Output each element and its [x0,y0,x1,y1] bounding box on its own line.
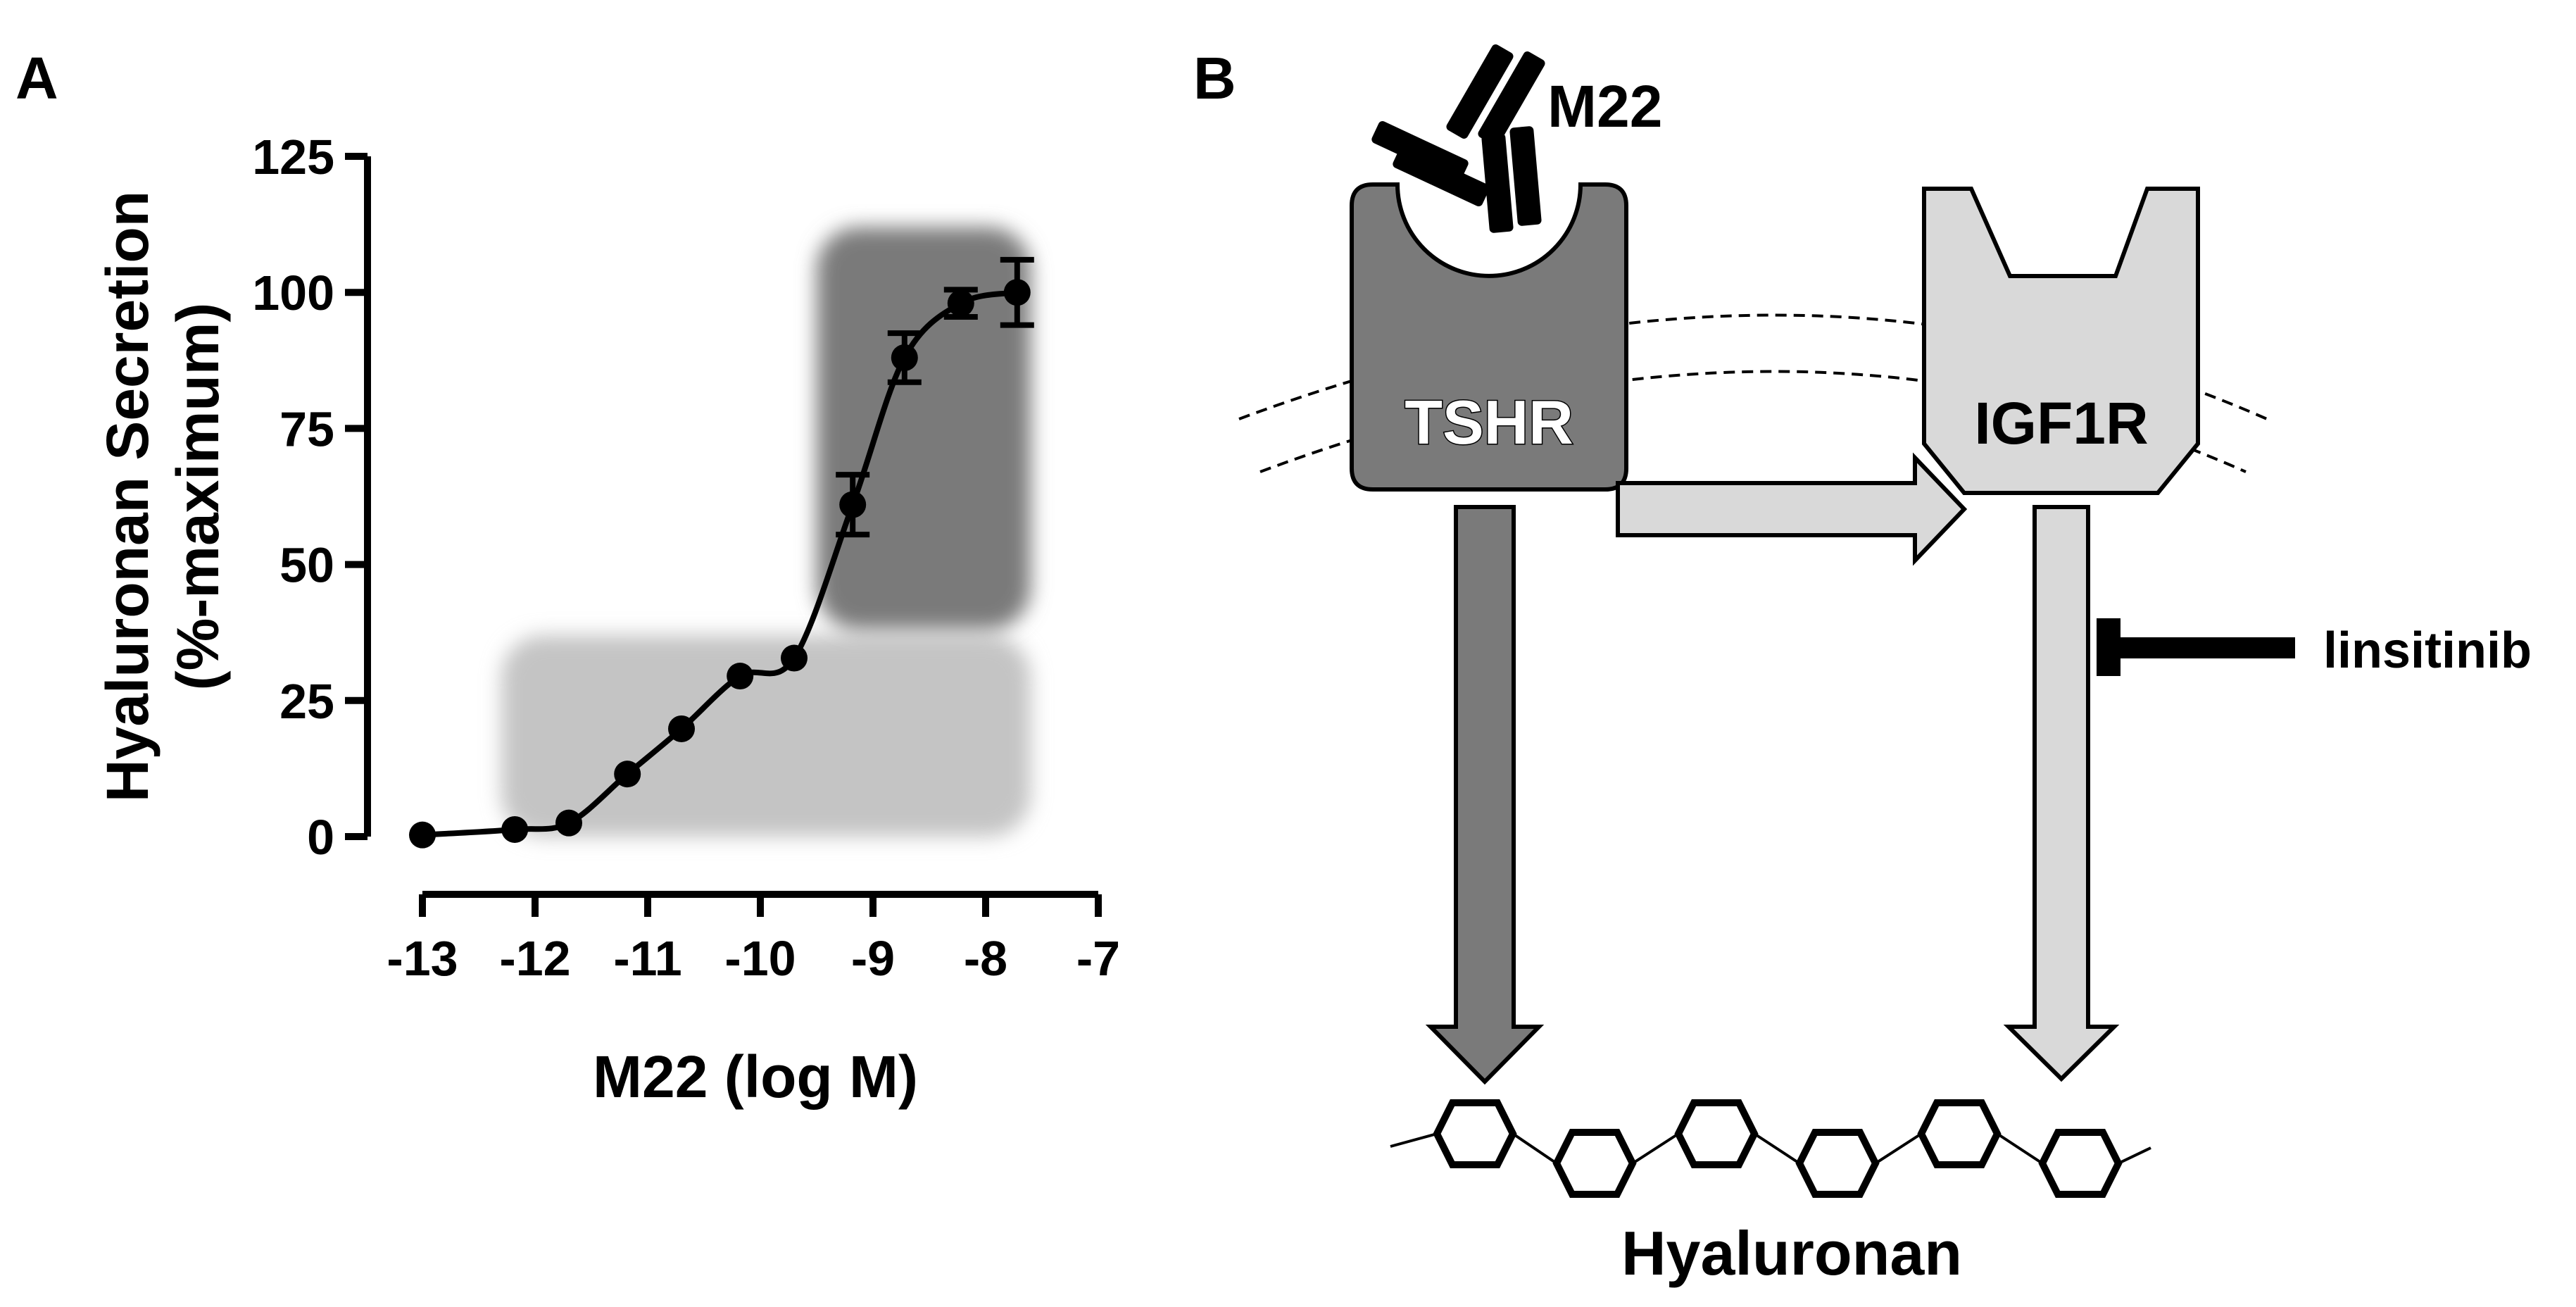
tshr-receptor-shape [1350,182,1628,492]
panel-a: A 0 25 50 75 100 125 -13 -12 -11 -10 -9 -8 -7 M22 (… [15,45,1120,1110]
x-tick-label: -12 [499,931,570,986]
data-points [409,256,1034,849]
tshr-label: TSHR [1405,387,1573,457]
m22-label: M22 [1547,73,1662,139]
glycosidic-bond [1753,1132,1801,1165]
sugar-ring-icon [2038,1129,2123,1198]
x-tick-label: -13 [387,931,458,986]
linsitinib-label: linsitinib [2323,623,2532,679]
data-point [668,715,695,742]
shaded-region-low [501,635,1031,837]
tshr-signal-arrow [1425,505,1545,1085]
y-tick-label: 125 [252,130,334,185]
glycosidic-bond [1631,1132,1680,1165]
x-tick-label: -11 [613,931,681,986]
y-axis-label-line2: (%-maximum) [165,303,231,691]
x-tick-label: -9 [851,931,895,986]
shaded-regions [501,227,1031,837]
x-axis-ticks: -13 -12 -11 -10 -9 -8 -7 [387,894,1120,986]
inhibitor-line-icon [2109,637,2295,658]
panel-b: B M22 TSHR IGF1R linsitinib [1193,44,2532,1288]
shaded-region-high [817,227,1031,630]
y-axis-ticks: 0 25 50 75 100 125 [252,130,367,865]
data-point [1003,279,1031,306]
sugar-ring-icon [1917,1099,2002,1168]
igf1r-label: IGF1R [1974,390,2148,456]
data-point [891,344,918,371]
x-tick-label: -8 [964,931,1007,986]
data-point [555,809,582,837]
data-point [947,289,974,317]
panel-b-letter: B [1193,45,1236,111]
glycosidic-bond [1512,1132,1558,1165]
y-tick-label: 75 [279,401,334,456]
glycosidic-bond [2118,1146,2151,1165]
hyaluronan-chain-icon [1390,1099,2151,1198]
sugar-ring-icon [1433,1099,1517,1168]
y-axis-label-line1: Hyaluronan Secretion [94,191,161,802]
x-tick-label: -10 [724,931,796,986]
y-tick-label: 0 [307,810,334,865]
y-tick-label: 100 [252,265,334,320]
y-tick-label: 50 [279,538,334,593]
x-axis-label: M22 (log M) [593,1044,918,1110]
data-point [781,644,808,672]
sugar-ring-icon [1674,1099,1759,1168]
sugar-ring-icon [1552,1129,1637,1198]
glycosidic-bond [1390,1132,1438,1148]
transactivation-arrow [1616,452,1968,566]
m22-antibody-icon [1371,44,1545,233]
data-point [501,815,529,843]
panel-a-letter: A [15,45,58,111]
igf1r-receptor-shape [1922,187,2200,495]
sugar-ring-icon [1795,1129,1880,1198]
data-point [614,761,641,788]
igf1r-signal-arrow [2003,505,2120,1082]
x-tick-label: -7 [1076,931,1120,986]
hyaluronan-label: Hyaluronan [1621,1218,1962,1288]
glycosidic-bond [1874,1132,1923,1165]
y-axis-label: Hyaluronan Secretion (%-maximum) [94,191,231,802]
data-point [839,491,867,518]
glycosidic-bond [1996,1132,2044,1165]
data-point [409,821,436,849]
y-tick-label: 25 [279,674,334,729]
data-point [727,663,754,690]
